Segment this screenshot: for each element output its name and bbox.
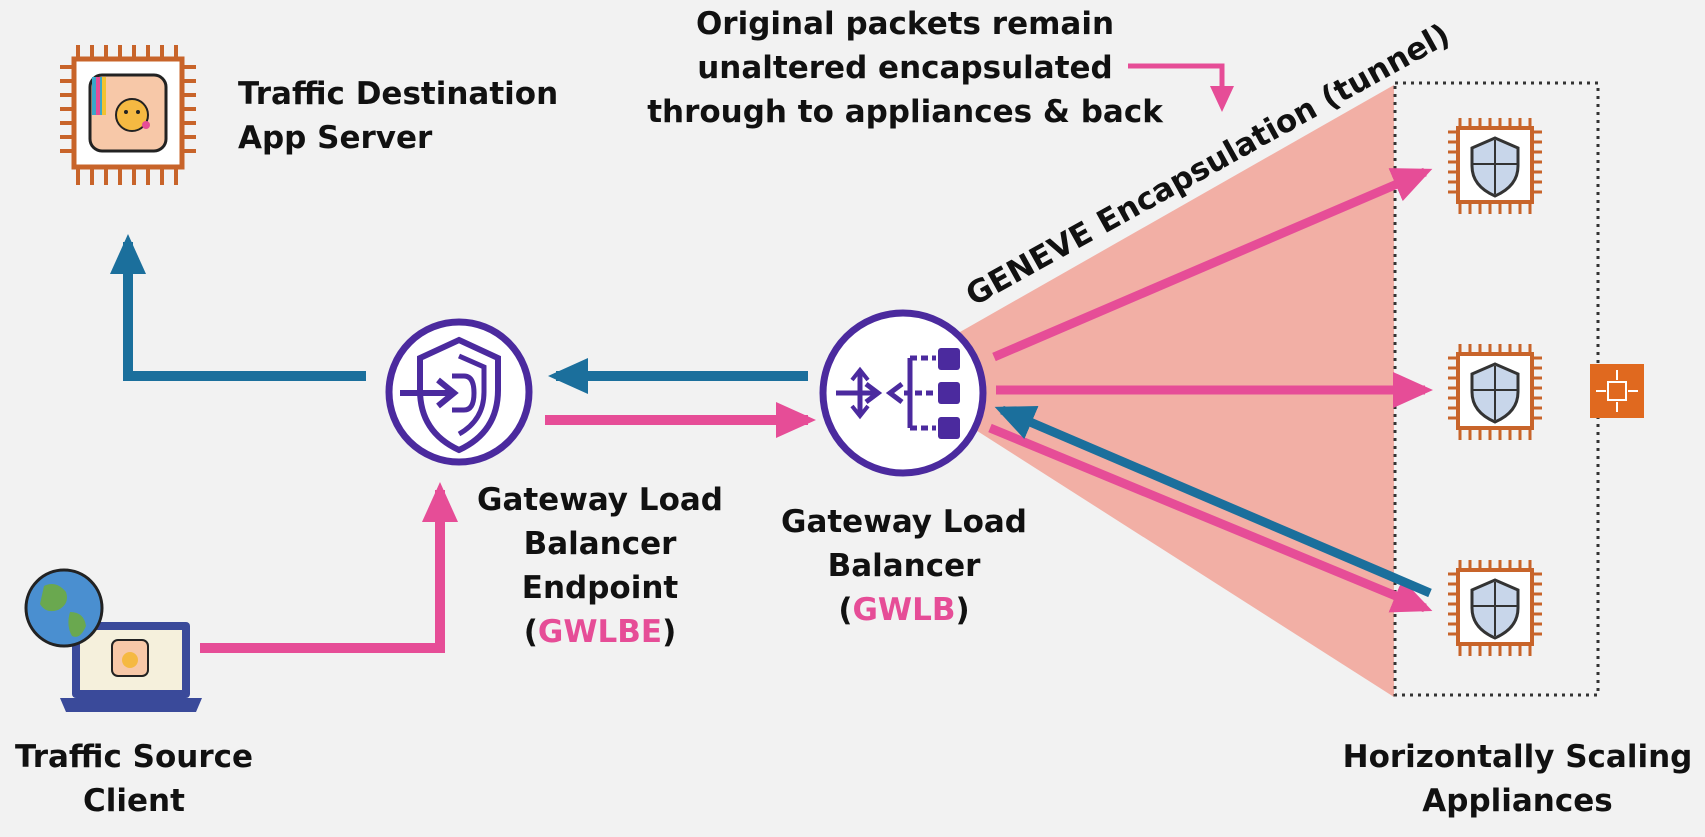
encapsulation-note: Original packets remain unaltered encaps… [630,2,1180,134]
laptop-globe-icon [24,568,202,712]
gwlbe-label-line-3: Endpoint [521,570,679,606]
appliances-label: Horizontally Scaling Appliances [1340,735,1695,823]
gwlb-label-tag-line: (GWLB) [774,588,1034,632]
gwlb-to-appliance-1-arrow [992,167,1433,362]
app-server-chip-icon [60,45,196,185]
gwlb-to-appliance-3-arrow [988,423,1433,613]
note-line-1: Original packets remain [695,6,1115,42]
gwlbe-label: Gateway Load Balancer Endpoint (GWLBE) [470,478,730,654]
gwlb-label-line-2: Balancer [827,548,981,584]
gwlb-tag: GWLB [852,592,956,628]
appliances-label-line-2: Appliances [1422,783,1613,819]
source-to-endpoint-path [200,482,458,653]
gwlb-label-line-1: Gateway Load [781,504,1027,540]
gwlbe-tag: GWLBE [537,614,663,650]
appliances-label-line-1: Horizontally Scaling [1342,739,1693,775]
appliance-3-to-gwlb-arrow [994,405,1432,598]
gwlbe-close-paren: ) [662,614,677,650]
gwlbe-label-line-2: Balancer [523,526,677,562]
shield-chip-icon [1448,118,1542,214]
destination-label-line-2: App Server [238,120,433,156]
gwlb-open-paren: ( [838,592,853,628]
shield-chip-icon [1448,560,1542,656]
note-line-2: unaltered encapsulated [697,50,1113,86]
gwlbe-label-line-1: Gateway Load [477,482,723,518]
source-label-line-1: Traffic Source [14,739,254,775]
source-label-line-2: Client [83,783,185,819]
auto-scaling-icon [1590,364,1644,418]
note-line-3: through to appliances & back [647,94,1163,130]
return-path-to-destination [110,234,366,381]
destination-label: Traffic Destination App Server [238,72,558,160]
gwlbe-open-paren: ( [523,614,538,650]
gwlbe-label-tag-line: (GWLBE) [470,610,730,654]
note-pointer-arrow [1128,63,1234,112]
shield-chip-icon [1448,344,1542,440]
source-label: Traffic Source Client [14,735,254,823]
gwlb-close-paren: ) [955,592,970,628]
gwlb-label: Gateway Load Balancer (GWLB) [774,500,1034,632]
gateway-load-balancer-icon [819,309,987,477]
gateway-endpoint-shield-icon [385,318,533,466]
destination-label-line-1: Traffic Destination [238,76,559,112]
